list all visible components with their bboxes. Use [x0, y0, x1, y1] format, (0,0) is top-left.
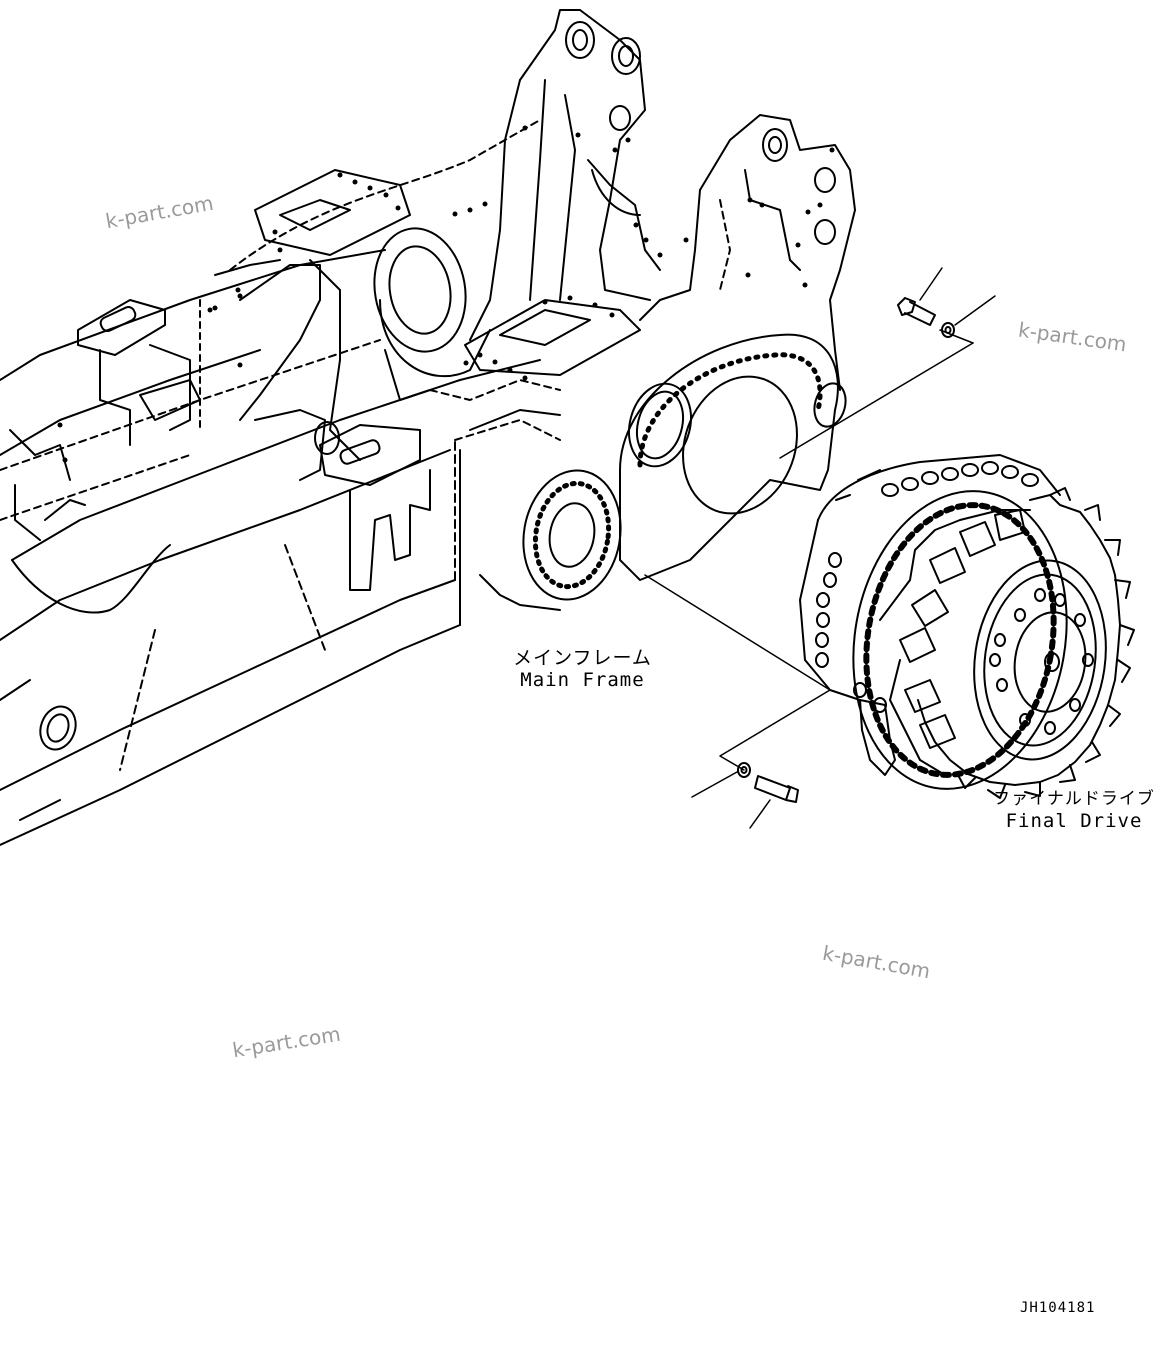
- final-drive-label-jp: ファイナルドライブ: [993, 789, 1155, 809]
- upper-bolt: [897, 267, 996, 338]
- main-frame-label-jp: メインフレーム: [513, 647, 652, 669]
- main-frame-label-en: Main Frame: [520, 669, 645, 691]
- final-drive-label: ファイナルドライブ Final Drive: [985, 788, 1163, 832]
- lower-bolt: [691, 762, 799, 829]
- final-drive-drawing: [799, 454, 1135, 799]
- drawing-code: JH104181: [1020, 1300, 1096, 1316]
- main-frame-drawing: [0, 9, 856, 846]
- final-drive-label-en: Final Drive: [1005, 810, 1143, 832]
- assembly-leader-lines: [644, 329, 974, 771]
- main-frame-label: メインフレーム Main Frame: [505, 647, 660, 691]
